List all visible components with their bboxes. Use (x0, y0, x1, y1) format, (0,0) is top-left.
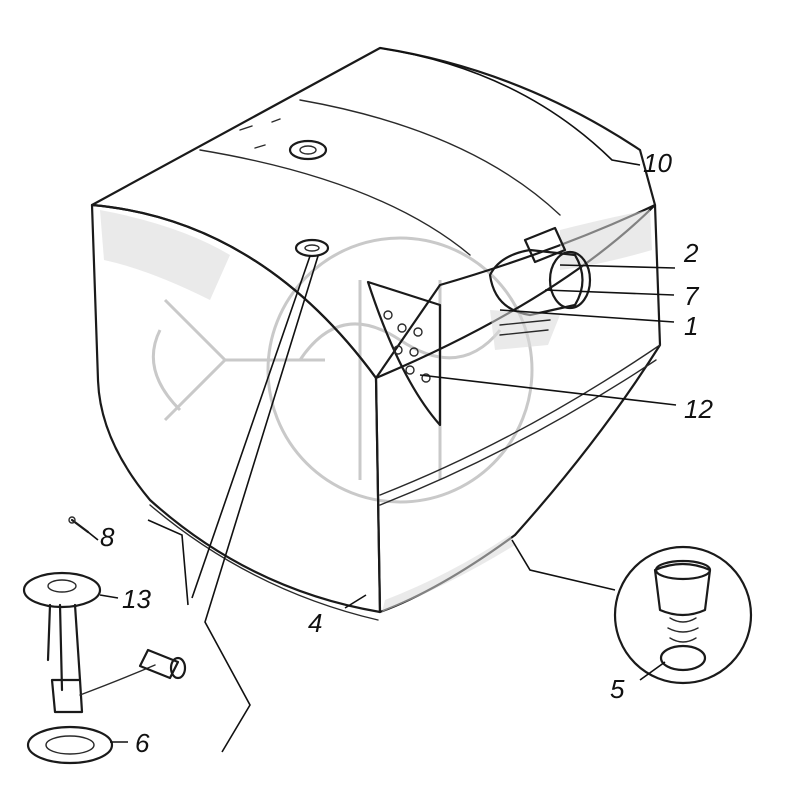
callout-6: 6 (135, 728, 150, 758)
leader-12 (419, 374, 677, 406)
callout-10: 10 (643, 148, 672, 178)
baffle-plate (366, 280, 442, 427)
callout-4: 4 (308, 608, 322, 638)
callout-13: 13 (122, 584, 151, 614)
leader-7 (544, 289, 675, 296)
callout-8: 8 (100, 522, 115, 552)
fuel-level-sensor (22, 571, 187, 714)
leader-1 (499, 309, 675, 323)
callout-12: 12 (684, 394, 713, 424)
leader-13 (99, 594, 119, 599)
fuel-tank (90, 46, 662, 621)
callout-1: 1 (684, 311, 698, 341)
leader-4 (344, 594, 367, 609)
filler-neck-assembly (488, 226, 592, 350)
callout-2: 2 (683, 238, 699, 268)
assembly-leader-line-3 (204, 255, 319, 753)
gasket-ring (26, 725, 114, 765)
leader-2 (559, 264, 676, 269)
callout-5: 5 (610, 674, 625, 704)
assembly-leader-line-2 (191, 255, 311, 599)
assembly-leader-line (147, 519, 189, 606)
leader-10 (379, 47, 641, 166)
callout-7: 7 (684, 281, 700, 311)
screw (68, 516, 90, 534)
leader-5 (639, 661, 666, 681)
leader-8 (87, 531, 99, 541)
drain-plug-inset (511, 539, 753, 685)
watermark-logo (151, 236, 534, 504)
